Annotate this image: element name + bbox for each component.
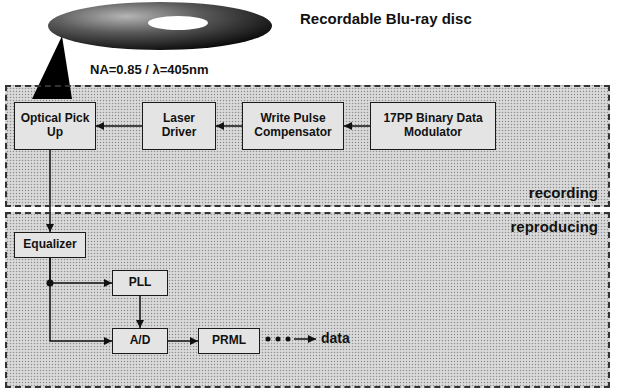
- box-label: Write Pulse Compensator: [248, 112, 338, 140]
- signal-arrow: [216, 125, 242, 127]
- disc-hole: [148, 16, 208, 30]
- optics-spec: NA=0.85 / λ=405nm: [90, 62, 209, 77]
- box-label: PRML: [212, 334, 246, 348]
- signal-arrow: [49, 150, 51, 232]
- signal-arrow: [96, 125, 142, 127]
- disc: [48, 2, 272, 50]
- box-label: Equalizer: [23, 238, 76, 252]
- signal-arrow: [50, 258, 112, 341]
- signal-arrow: [50, 258, 112, 283]
- reproducing-panel: reproducingEqualizerPLL A/D PRML: [5, 212, 610, 388]
- continuation-dot: [276, 337, 281, 342]
- recording-ground: [5, 85, 610, 207]
- process-box: Laser Driver: [142, 102, 216, 150]
- process-box: 17PP Binary Data Modulator: [370, 102, 496, 150]
- box-label: Laser Driver: [148, 112, 210, 140]
- process-box: Equalizer: [14, 232, 86, 258]
- disc-caption: Recordable Blu-ray disc: [300, 10, 472, 27]
- process-box: PRML: [198, 328, 260, 354]
- recording-panel: recording Optical Pick Up Laser Driver Writ…: [5, 85, 610, 207]
- panel-title: reproducing: [510, 218, 598, 235]
- panel-title: recording: [529, 184, 598, 201]
- signal-arrow: [344, 125, 370, 127]
- junction-dot: [47, 280, 54, 287]
- continuation-dot: [286, 337, 291, 342]
- process-box: PLL: [112, 270, 168, 296]
- output-label: data: [321, 330, 350, 346]
- signal-arrow: [139, 296, 141, 328]
- box-label: PLL: [129, 276, 152, 290]
- box-label: A/D: [130, 334, 151, 348]
- process-box: A/D: [112, 328, 168, 354]
- reproducing-ground: [5, 212, 610, 388]
- box-label: 17PP Binary Data Modulator: [376, 112, 490, 140]
- process-box: Write Pulse Compensator: [242, 102, 344, 150]
- signal-arrow: [168, 340, 198, 342]
- laser-beam: [32, 36, 72, 99]
- box-label: Optical Pick Up: [20, 112, 90, 140]
- continuation-dot: [266, 337, 271, 342]
- process-box: Optical Pick Up: [14, 102, 96, 150]
- output-arrow: [294, 338, 316, 340]
